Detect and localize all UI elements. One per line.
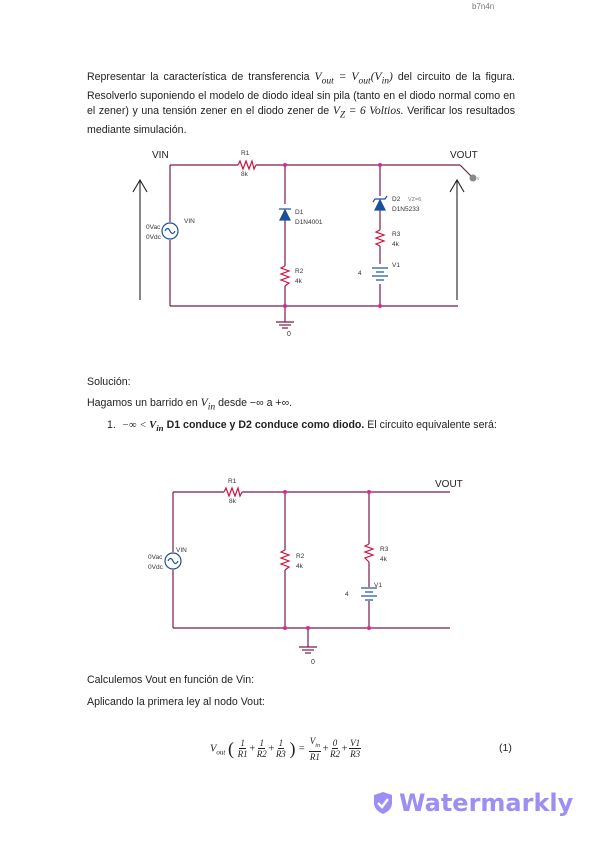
v1-name: V1 <box>392 262 400 269</box>
r1-resistor <box>237 158 257 171</box>
r1-name: R1 <box>241 150 250 157</box>
equation-number: (1) <box>499 742 512 754</box>
d1-model: D1N4001 <box>295 219 323 226</box>
d1-name: D1 <box>295 209 304 216</box>
intro-text: Representar la característica de transfe… <box>87 71 310 83</box>
d2-name: D2 <box>392 196 401 203</box>
r1-name-2: R1 <box>228 478 237 485</box>
probe-label: v <box>477 176 480 182</box>
case-bold: D1 conduce y D2 conduce como diodo. <box>166 419 365 431</box>
circuit-diagram-1: VIN VOUT R1 8k D1 D1N4001 R2 4k D2 VZ=6 … <box>132 150 480 338</box>
d1-diode <box>279 208 291 221</box>
intro-tail: del circuito de la figura. Resolverlo su… <box>87 71 515 118</box>
v1-value-2: 4 <box>345 591 349 598</box>
page-header-code: b7n4n <box>472 2 495 11</box>
case-number: 1. <box>107 419 116 431</box>
source-vac-2: 0Vac <box>148 554 163 561</box>
d2-zener <box>372 195 388 211</box>
probe-icon <box>469 174 477 182</box>
d2-param: VZ=6 <box>408 197 421 203</box>
r2-value: 4k <box>295 278 303 285</box>
ground-symbol <box>276 321 294 329</box>
r3-value: 4k <box>392 241 400 248</box>
solution-heading: Solución: <box>87 376 131 388</box>
case-1: 1. −∞ < Vin D1 conduce y D2 conduce como… <box>107 418 517 436</box>
source-name: VIN <box>184 218 195 225</box>
source-name-2: VIN <box>176 547 187 554</box>
vout-label: VOUT <box>450 150 478 161</box>
transfer-formula: Vout = Vout(Vin) <box>314 71 393 87</box>
r3-value-2: 4k <box>380 556 388 563</box>
kirchhoff-text: Aplicando la primera ley al nodo Vout: <box>87 696 265 708</box>
ground-label-2: 0 <box>311 659 315 666</box>
r3-resistor <box>374 229 386 247</box>
r1-value-2: 8k <box>229 498 237 505</box>
v1-value: 4 <box>358 270 362 277</box>
r2-resistor-2 <box>279 549 291 571</box>
r3-resistor-2 <box>363 543 375 563</box>
circuit-diagram-2: VOUT R1 8k R2 4k R3 4k V1 4 VIN 0Vac 0Vd… <box>148 478 463 666</box>
source-vdc-2: 0Vdc <box>148 564 164 571</box>
watermark: Watermarkly <box>373 789 573 817</box>
vin-source-2 <box>164 552 182 570</box>
v1-battery-2 <box>361 587 377 601</box>
source-vdc: 0Vdc <box>146 234 162 241</box>
ground-label: 0 <box>287 331 291 338</box>
r2-name-2: R2 <box>296 553 305 560</box>
vout-label-2: VOUT <box>435 479 463 490</box>
case-rest: El circuito equivalente será: <box>367 419 497 431</box>
source-vac: 0Vac <box>146 224 161 231</box>
intro-verify: Verificar los resultados mediante simula… <box>87 105 515 136</box>
r3-name-2: R3 <box>380 546 389 553</box>
shield-icon <box>374 792 392 814</box>
calc-text: Calculemos Vout en función de Vin: <box>87 674 255 686</box>
d2-model: D1N5233 <box>392 206 420 213</box>
r1-value: 8k <box>241 171 249 178</box>
sweep-text: Hagamos un barrido en Vin desde −∞ a +∞. <box>87 397 293 413</box>
watermark-text: Watermarkly <box>399 789 574 817</box>
vin-label: VIN <box>152 150 169 161</box>
v1-name-2: V1 <box>374 582 382 589</box>
vin-source <box>161 222 179 240</box>
r2-value-2: 4k <box>296 563 304 570</box>
r1-resistor-2 <box>223 485 243 498</box>
case-condition: −∞ < Vin <box>122 420 164 434</box>
ground-symbol-2 <box>299 646 317 654</box>
zener-voltage: VZ = 6 Voltios. <box>332 105 404 121</box>
problem-statement: Representar la característica de transfe… <box>87 70 515 138</box>
r2-resistor <box>279 265 291 287</box>
r2-name: R2 <box>295 268 304 275</box>
v1-battery <box>372 267 388 281</box>
r3-name: R3 <box>392 231 401 238</box>
